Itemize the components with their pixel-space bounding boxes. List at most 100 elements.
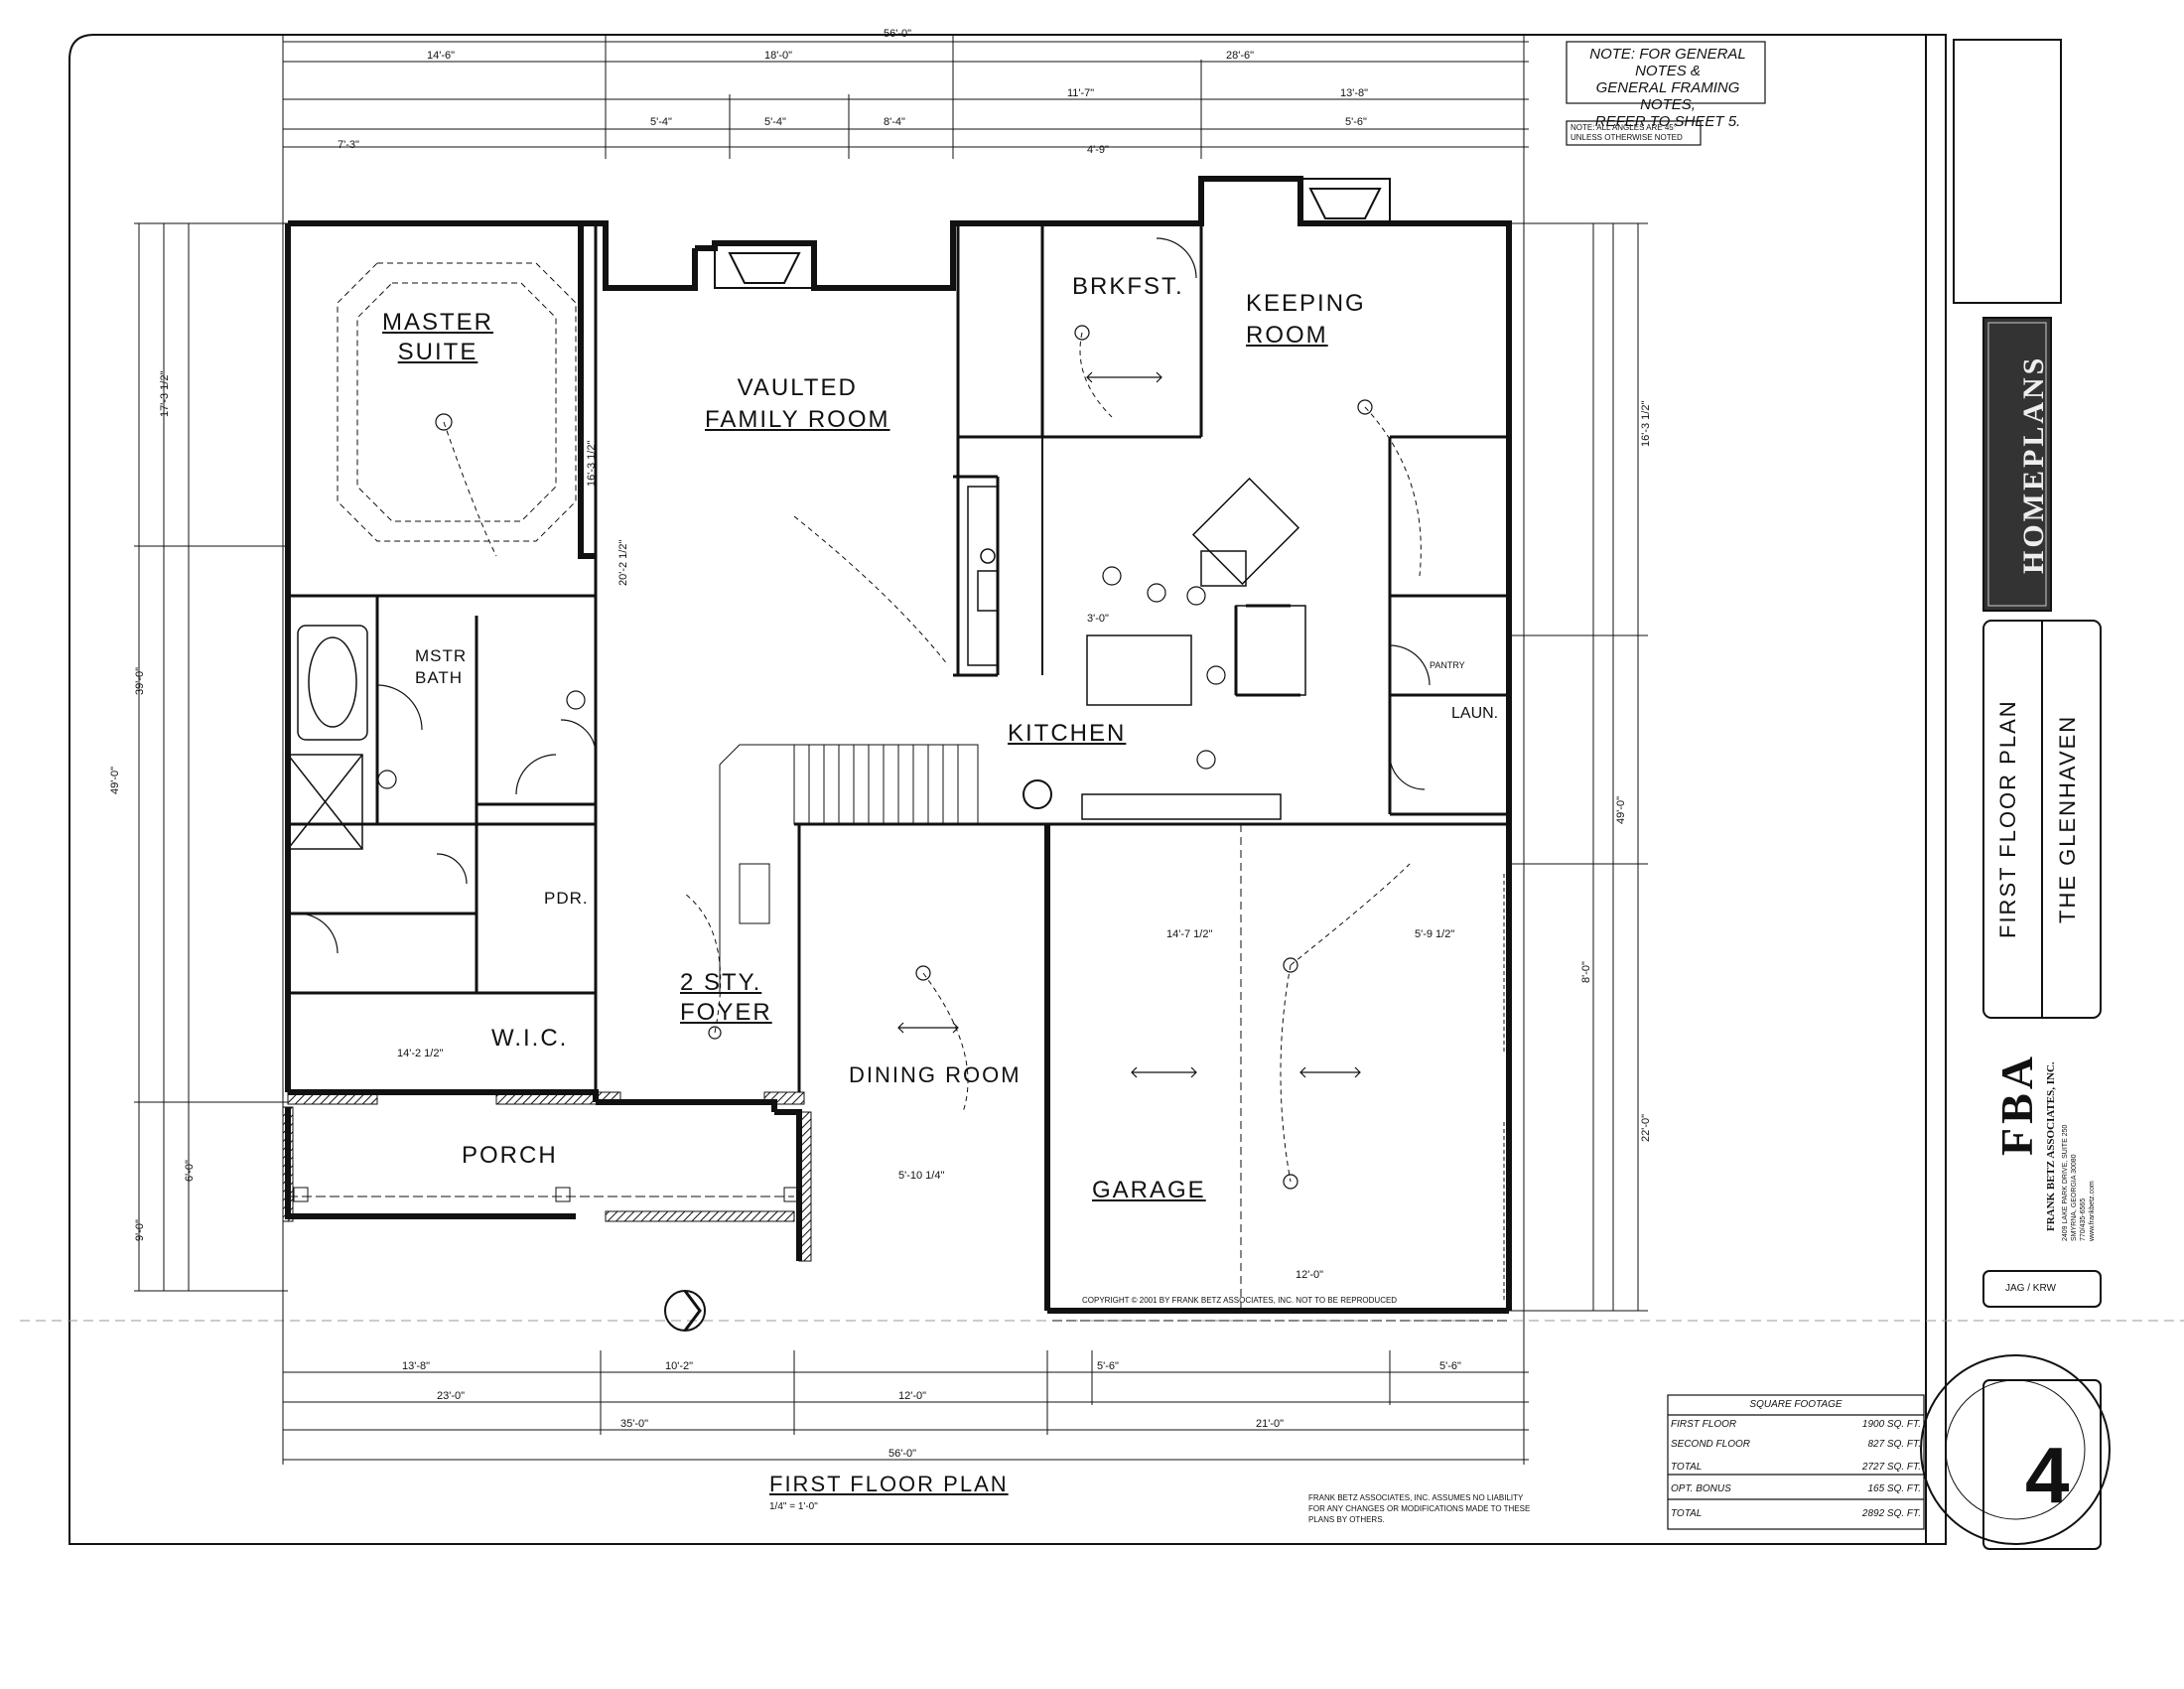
sqft-label: FIRST FLOOR	[1671, 1419, 1737, 1430]
dim-int-5: 5'-9 1/2"	[1415, 928, 1455, 940]
plan-title: FIRST FLOOR PLAN	[769, 1472, 1009, 1496]
note-general: NOTE: FOR GENERAL NOTES & GENERAL FRAMIN…	[1573, 46, 1762, 130]
note-angles-line-1: NOTE: ALL ANGLES ARE 45°	[1570, 123, 1677, 132]
sqft-row: TOTAL 2727 SQ. FT.	[1671, 1455, 1921, 1477]
dim-top-4: 7'-3"	[338, 139, 359, 151]
dim-int-6: 12'-0"	[1296, 1269, 1324, 1281]
room-keeping-line-1: KEEPING	[1246, 290, 1366, 317]
dim-overall-top: 56'-0"	[884, 28, 912, 40]
note-general-line-3: REFER TO SHEET 5.	[1594, 113, 1741, 130]
room-wic: W.I.C.	[491, 1025, 569, 1052]
dim-bottom-7: 56'-0"	[888, 1448, 917, 1460]
dim-left-1: 17'-3 1/2"	[159, 370, 171, 417]
room-family-line-2: FAMILY ROOM	[705, 406, 890, 433]
title-block-frames	[1920, 39, 2111, 1550]
sheet-name: FIRST FLOOR PLAN	[1995, 699, 2020, 939]
dim-top-3: 28'-6"	[1226, 50, 1255, 62]
dim-top-9: 13'-8"	[1340, 87, 1369, 99]
dim-right-4: 8'-0"	[1580, 961, 1592, 983]
garage-door	[1240, 824, 1510, 1311]
room-pdr: PDR.	[544, 889, 589, 908]
dim-left-5: 9'-0"	[134, 1219, 146, 1241]
sqft-label: TOTAL	[1671, 1508, 1703, 1519]
dim-bottom-5: 35'-0"	[620, 1418, 649, 1430]
firm-address-line-1: 2409 LAKE PARK DRIVE, SUITE 250	[2062, 1124, 2069, 1241]
fireplace-family	[714, 243, 815, 289]
dim-bottom-3: 23'-0"	[437, 1390, 466, 1402]
room-mstr-bath-line-2: BATH	[415, 668, 464, 687]
garden-tub	[297, 625, 368, 741]
sqft-table-frame	[1667, 1394, 1925, 1530]
dim-top-6: 5'-4"	[764, 116, 786, 128]
disclaimer-line-3: PLANS BY OTHERS.	[1308, 1515, 1385, 1524]
drawn-initials: JAG / KRW	[2005, 1283, 2056, 1294]
sheet-number: 4	[2025, 1431, 2070, 1519]
dim-top-8: 11'-7"	[1067, 87, 1095, 99]
dim-left-4: 6'-0"	[184, 1160, 196, 1182]
firm-name: FRANK BETZ ASSOCIATES, INC.	[2045, 1061, 2057, 1232]
firm-address-line-4: www.frankbetz.com	[2089, 1181, 2096, 1241]
room-kitchen: KITCHEN	[1008, 720, 1127, 747]
dim-top-2: 18'-0"	[764, 50, 793, 62]
dim-top-10: 4'-9"	[1087, 144, 1109, 156]
room-foyer: 2 STY. FOYER	[680, 968, 772, 1028]
room-foyer-line-2: FOYER	[680, 999, 772, 1026]
room-porch: PORCH	[462, 1142, 558, 1169]
room-breakfast: BRKFST.	[1072, 273, 1184, 300]
disclaimer-line-2: FOR ANY CHANGES OR MODIFICATIONS MADE TO…	[1308, 1504, 1531, 1513]
dim-bottom-8: 5'-6"	[1097, 1360, 1119, 1372]
dim-top-5: 5'-4"	[650, 116, 672, 128]
electrical-circles	[377, 325, 1373, 1332]
sheet-border	[20, 34, 2184, 1545]
dim-right-2: 49'-0"	[1615, 795, 1627, 824]
door-swings	[297, 237, 1431, 954]
room-master-line-2: SUITE	[397, 339, 478, 365]
room-garage: GARAGE	[1092, 1177, 1206, 1203]
stairs	[719, 744, 979, 993]
room-master: MASTER SUITE	[382, 308, 493, 367]
dim-bottom-1: 13'-8"	[402, 1360, 431, 1372]
firm-address-line-3: 770/435-6565	[2080, 1197, 2087, 1241]
porch-columns	[288, 1187, 1509, 1322]
note-angles-line-2: UNLESS OTHERWISE NOTED	[1570, 133, 1683, 142]
sqft-row: FIRST FLOOR 1900 SQ. FT.	[1671, 1415, 1921, 1435]
room-pantry: PANTRY	[1430, 660, 1465, 670]
notes-boxes	[1566, 41, 1766, 146]
note-general-line-1: NOTE: FOR GENERAL NOTES &	[1589, 46, 1746, 79]
room-keeping-line-2: ROOM	[1246, 322, 1328, 349]
room-master-line-1: MASTER	[382, 309, 494, 336]
room-keeping: KEEPING ROOM	[1246, 288, 1366, 352]
dim-int-4: 14'-7 1/2"	[1166, 928, 1213, 940]
firm-address-line-2: SMYRNA, GEORGIA 30080	[2071, 1154, 2078, 1241]
dim-bottom-4: 12'-0"	[898, 1390, 927, 1402]
dim-bottom-6: 21'-0"	[1256, 1418, 1285, 1430]
sqft-value: 2892 SQ. FT.	[1861, 1508, 1921, 1519]
shower	[287, 754, 363, 850]
kitchen-island	[967, 437, 1306, 820]
note-angles: NOTE: ALL ANGLES ARE 45° UNLESS OTHERWIS…	[1570, 123, 1700, 143]
plan-name: THE GLENHAVEN	[2055, 714, 2080, 924]
dim-int-1: 20'-2 1/2"	[617, 539, 629, 586]
tray-ceiling	[337, 262, 577, 542]
dim-int-8: 5'-10 1/4"	[898, 1170, 945, 1182]
sqft-label: SECOND FLOOR	[1671, 1439, 1751, 1450]
fireplace-keeping	[1299, 178, 1391, 224]
disclaimer: FRANK BETZ ASSOCIATES, INC. ASSUMES NO L…	[1308, 1492, 1530, 1525]
firm-logo: FBA	[1991, 1053, 2042, 1156]
room-mstr-bath-line-1: MSTR	[415, 646, 468, 665]
sqft-label: OPT. BONUS	[1671, 1483, 1731, 1494]
note-general-line-2: GENERAL FRAMING NOTES,	[1595, 79, 1740, 113]
dim-left-2: 39'-0"	[134, 666, 146, 695]
sqft-row: OPT. BONUS 165 SQ. FT.	[1671, 1477, 1921, 1500]
dim-right-1: 16'-3 1/2"	[1640, 400, 1652, 447]
dim-left-3: 49'-0"	[109, 766, 121, 794]
sqft-value: 827 SQ. FT.	[1867, 1439, 1921, 1450]
sqft-row: TOTAL 2892 SQ. FT.	[1671, 1500, 1921, 1524]
room-foyer-line-1: 2 STY.	[680, 969, 762, 996]
room-family-line-1: VAULTED	[737, 374, 858, 401]
room-laundry: LAUN.	[1451, 705, 1499, 722]
room-family: VAULTED FAMILY ROOM	[705, 372, 889, 436]
sqft-table: SQUARE FOOTAGE FIRST FLOOR 1900 SQ. FT. …	[1671, 1397, 1921, 1524]
sqft-value: 2727 SQ. FT.	[1861, 1462, 1921, 1473]
